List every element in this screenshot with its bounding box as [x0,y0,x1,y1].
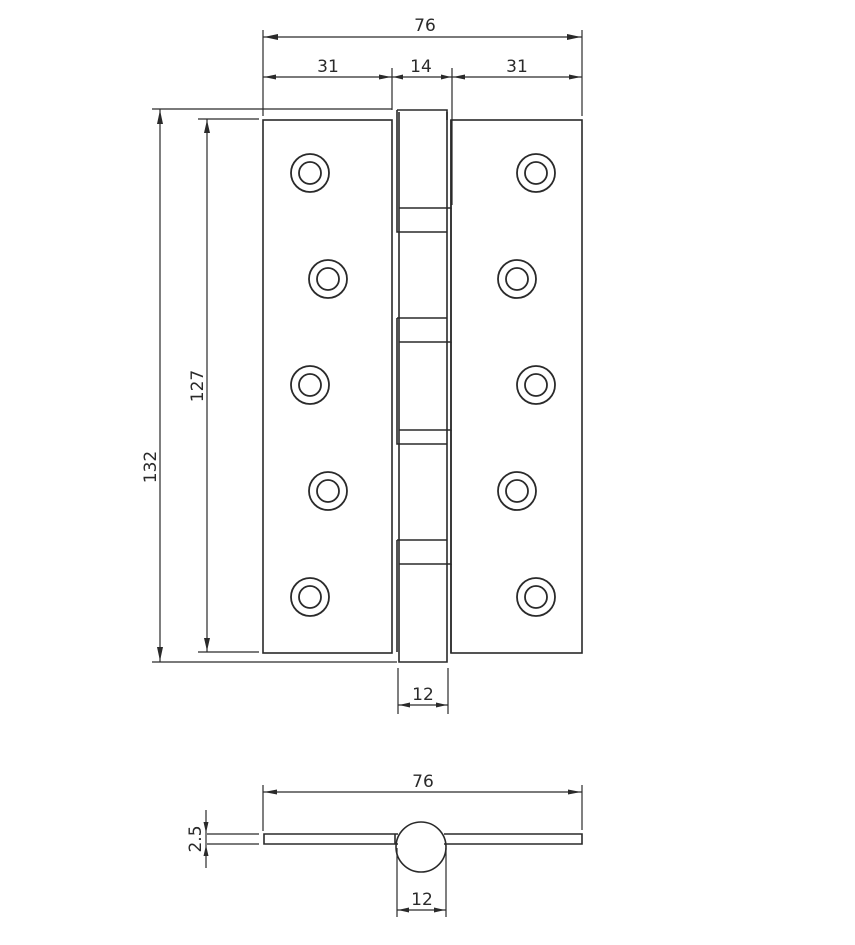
screw-hole-icon [497,259,537,299]
left-leaf-screw-holes [290,153,348,617]
dim-sub-widths: 31 14 31 [263,57,582,205]
screw-hole-icon [308,471,348,511]
screw-hole-icon [290,365,330,405]
dim-label-31-right: 31 [506,57,528,77]
dim-pin-side: 12 [396,848,447,917]
dim-label-12-front: 12 [412,685,434,705]
dim-label-31-left: 31 [317,57,339,77]
screw-hole-icon [516,577,556,617]
screw-hole-icon [308,259,348,299]
screw-hole-icon [497,471,537,511]
side-right-leaf [444,833,583,845]
knuckle-barrel [396,109,452,663]
side-left-leaf [263,833,398,845]
screw-hole-icon [290,153,330,193]
side-view: 76 2.5 12 [186,772,583,917]
dim-label-132: 132 [141,451,161,483]
screw-hole-icon [290,577,330,617]
front-view: 76 31 14 31 132 [141,16,583,714]
dim-label-14: 14 [410,57,432,77]
left-leaf [262,119,393,654]
screw-hole-icon [516,365,556,405]
dim-overall-width: 76 [262,16,583,116]
dim-label-76: 76 [414,16,436,36]
dim-overall-height: 132 [141,108,397,663]
right-leaf-screw-holes [497,153,556,617]
dim-label-12-side: 12 [411,890,433,910]
dim-label-2-5: 2.5 [186,825,206,852]
dim-thickness: 2.5 [186,810,209,868]
dim-pin-front: 12 [397,668,449,714]
dim-label-76-side: 76 [412,772,434,792]
side-knuckle-barrel [395,821,447,873]
dim-side-width: 76 [262,772,583,831]
dim-leaf-height: 127 [188,118,259,653]
dim-label-127: 127 [188,370,208,402]
screw-hole-icon [516,153,556,193]
